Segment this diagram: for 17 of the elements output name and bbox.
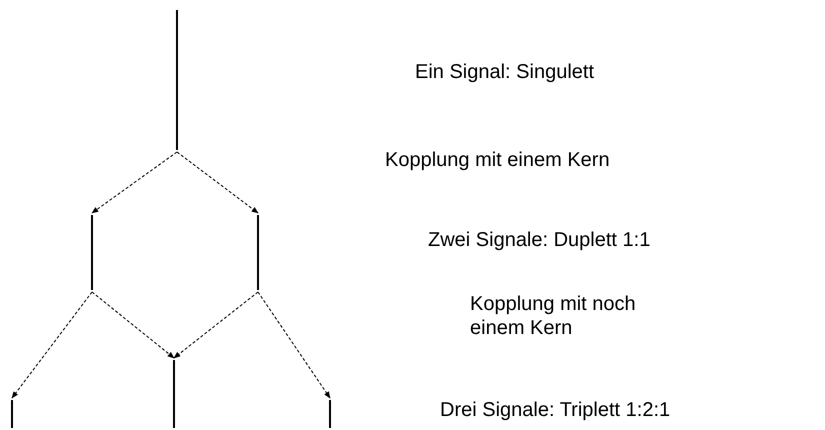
- dashed-arrow: [91, 152, 178, 214]
- signal-line: [91, 215, 93, 290]
- dashed-arrow: [176, 152, 259, 214]
- signal-line: [176, 10, 178, 150]
- annotation-text: Ein Signal: Singulett: [415, 60, 596, 84]
- signal-line: [11, 400, 13, 428]
- annotation-text: Drei Signale: Triplett 1:2:1: [440, 398, 672, 422]
- dashed-arrow: [12, 292, 92, 399]
- annotation-text: Kopplung mit einem Kern: [385, 148, 611, 172]
- signal-line: [329, 400, 331, 428]
- dashed-arrow: [173, 292, 258, 358]
- annotation-text: Zwei Signale: Duplett 1:1: [428, 228, 652, 252]
- signal-line: [173, 360, 175, 428]
- dashed-arrow: [92, 292, 175, 358]
- annotation-text: Kopplung mit noch einem Kern: [470, 292, 637, 340]
- dashed-arrow: [258, 292, 330, 399]
- signal-line: [257, 215, 259, 290]
